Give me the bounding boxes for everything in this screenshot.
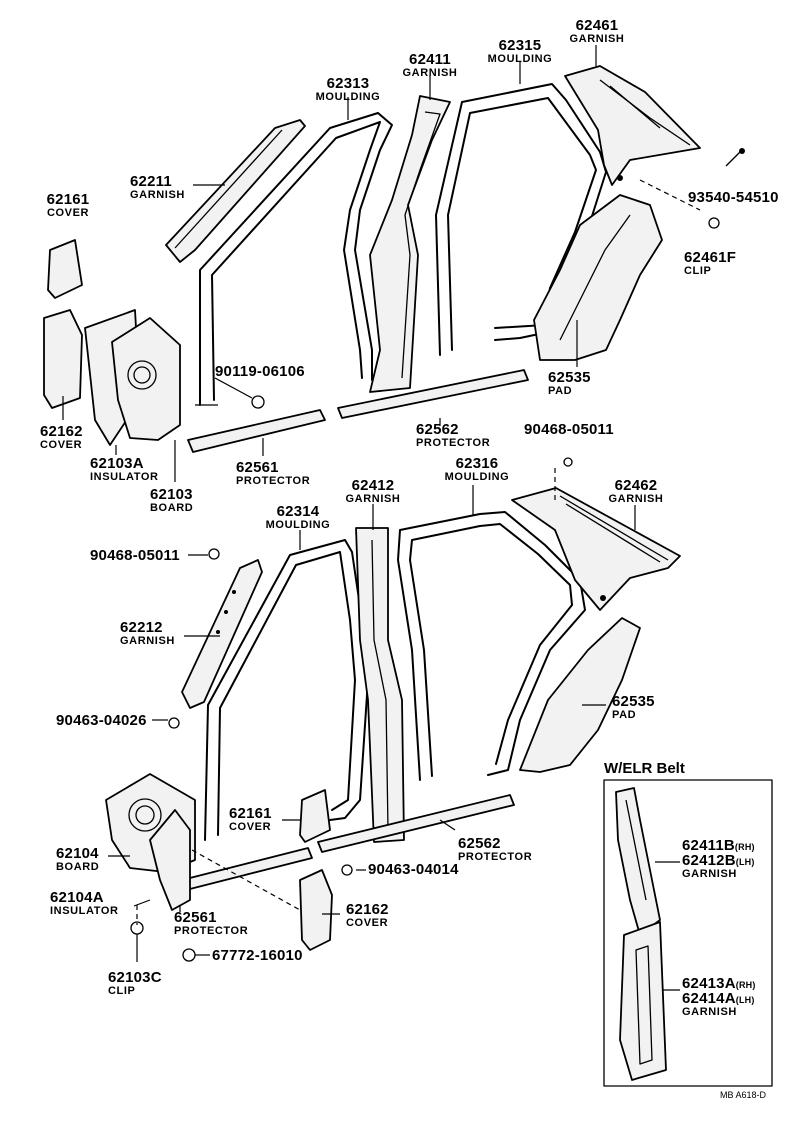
- protector-62561-lower-shape: [181, 847, 313, 891]
- label-90463-04014: 90463-04014: [368, 861, 459, 878]
- insulator-62104a-shape: [149, 809, 191, 911]
- garnish-62211-shape: [165, 119, 306, 263]
- protector-62562-lower-shape: [317, 794, 515, 853]
- garnish-62461-shape: [564, 65, 701, 186]
- pad-62535-lower-shape: [519, 617, 641, 773]
- label-62411b-62412b: 62411B(RH) 62412B(LH) GARNISH: [682, 837, 755, 880]
- drawing-code: MB A618-D: [720, 1090, 767, 1100]
- cover-62161-upper-shape: [47, 239, 83, 299]
- label-67772-16010: 67772-16010: [212, 947, 303, 964]
- label-90119-06106: 90119-06106: [215, 363, 305, 380]
- inset-title: W/ELR Belt: [604, 760, 685, 777]
- label-90468-05011-lower: 90468-05011: [90, 547, 180, 564]
- garnish-62412-shape: [355, 527, 405, 843]
- garnish-62212-shape: [181, 559, 263, 709]
- protector-62562-upper-shape: [337, 369, 529, 419]
- protector-62561-upper-shape: [187, 409, 326, 453]
- label-90463-04026: 90463-04026: [56, 712, 147, 729]
- cover-62161-lower-shape: [299, 789, 331, 843]
- inset-frame: [603, 779, 773, 1087]
- label-90468-05011-upper: 90468-05011: [524, 421, 614, 438]
- cover-62162-upper-shape: [43, 309, 83, 409]
- garnish-62411-shape: [369, 95, 451, 393]
- garnish-62413a-shape: [619, 921, 667, 1081]
- garnish-62462-shape: [511, 487, 681, 611]
- pad-62535-upper-shape: [533, 194, 663, 361]
- label-93540-54510: 93540-54510: [688, 189, 779, 206]
- moulding-62313-shape: [199, 112, 393, 406]
- label-62413a-62414a: 62413A(RH) 62414A(LH) GARNISH: [682, 975, 756, 1018]
- board-62103-shape: [111, 317, 181, 441]
- cover-62162-lower-shape: [299, 869, 333, 951]
- moulding-62314-shape: [204, 539, 369, 841]
- moulding-62316-shape: [397, 511, 586, 781]
